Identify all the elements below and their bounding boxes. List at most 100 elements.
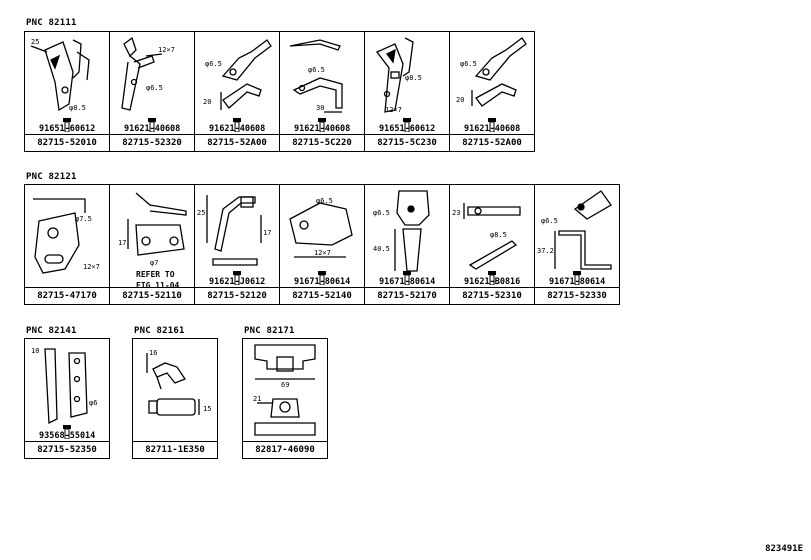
pnc-82121-label: PNC 82121 [26,172,77,182]
part-cell[interactable]: φ7.5 12×7 82715-47170 [25,185,110,304]
pnc-82161-group: 16 15 82711-1E350 [132,338,218,459]
bolt-icon [233,271,241,285]
dim-label: 30 [316,104,324,112]
part-number: 91621-40608 [209,124,266,134]
dim-label: 17 [263,229,271,237]
part-cell[interactable]: 17 φ7 REFER TO FIG 11-04 82715-52110 [110,185,195,304]
dim-label: φ6.5 [373,209,390,217]
pnc-82141-group: 10 φ6 93568-55014 82715-52350 [24,338,110,459]
part-cell[interactable]: φ6.5 20 91621-40608 82715-52A00 [195,32,280,151]
bolt-icon [488,271,496,285]
part-number: 91671-80614 [549,277,606,287]
pnc-82121-group: φ7.5 12×7 82715-47170 17 φ7 REFER TO FIG… [24,184,620,305]
dim-label: 40.5 [373,245,390,253]
ref-number: 82715-52120 [195,287,279,304]
part-cell[interactable]: 25 φ8.5 91651-60612 82715-52010 [25,32,110,151]
dim-label: φ6.5 [541,217,558,225]
bracket-drawing: 10 φ6 [31,347,97,425]
dim-label: 15 [203,405,211,413]
pnc-82171-label: PNC 82171 [244,326,295,336]
pnc-82111-label: PNC 82111 [26,18,77,28]
part-cell[interactable]: 16 15 82711-1E350 [133,339,217,458]
dim-label: 16 [149,349,157,357]
refer-note: REFER TO FIG 11-04 [136,270,180,290]
pnc-82141-label: PNC 82141 [26,326,77,336]
dim-label: 10 [31,347,39,355]
ref-number: 82715-5C230 [365,134,449,151]
bracket-drawing: φ6.5 20 [456,37,527,107]
dim-label: 12×7 [385,106,402,114]
bracket-drawing: 25 17 [197,195,271,266]
dim-label: φ8.5 [405,74,422,82]
dim-label: φ6 [89,399,97,407]
bracket-drawing: φ6.5 30 [289,39,343,113]
dim-label: 20 [456,96,464,104]
dim-label: φ6.5 [316,197,333,205]
part-cell[interactable]: 12×7 φ6.5 91621-40608 82715-52320 [110,32,195,151]
bracket-drawing: φ6.5 40.5 [373,190,430,272]
ref-number: 82715-52A00 [450,134,534,151]
bolt-icon [233,118,241,132]
part-number: 91671-80614 [379,277,436,287]
bracket-drawing: 25 φ8.5 [30,38,90,112]
dim-label: φ7 [150,259,158,267]
bolt-icon [403,271,411,285]
part-cell[interactable]: 69 21 82817-46090 [243,339,327,458]
part-number: 91621-40608 [294,124,351,134]
pnc-82171-group: 69 21 82817-46090 [242,338,328,459]
part-cell[interactable]: φ6.5 30 91621-40608 82715-5C220 [280,32,365,151]
part-cell[interactable]: φ8.5 12×7 91651-60612 82715-5C230 [365,32,450,151]
dim-label: φ6.5 [460,60,477,68]
part-number: 91621-40608 [124,124,181,134]
dim-label: φ8.5 [69,104,86,112]
dim-label: φ6.5 [308,66,325,74]
dim-label: 12×7 [314,249,331,257]
part-cell[interactable]: φ6.5 40.5 91671-80614 82715-52170 [365,185,450,304]
dim-label: 37.2 [537,247,554,255]
part-cell[interactable]: φ6.5 20 91621-40608 82715-52A00 [450,32,534,151]
dim-label: 17 [118,239,126,247]
pnc-82111-group: 25 φ8.5 91651-60612 82715-52010 12×7 φ6.… [24,31,535,152]
dim-label: 25 [197,209,205,217]
dim-label: 20 [203,98,211,106]
ref-number: 82711-1E350 [133,441,217,458]
bolt-icon [148,118,156,132]
bracket-drawing: 12×7 φ6.5 [121,36,175,111]
bolt-icon [318,271,326,285]
bracket-drawing: φ7.5 12×7 [33,198,100,274]
ref-number: 82715-47170 [25,287,109,304]
bracket-drawing: φ6.5 12×7 [289,197,353,258]
bracket-drawing: φ6.5 20 [203,39,272,110]
bracket-drawing: 23 φ8.5 [452,203,521,270]
part-cell[interactable]: φ6.5 37.2 91671-80614 82715-52330 [535,185,619,304]
dim-label: 21 [253,395,261,403]
ref-number: 82715-52350 [25,441,109,458]
ref-number: 82715-52310 [450,287,534,304]
ref-number: 82715-52010 [25,134,109,151]
part-cell[interactable]: 25 17 91621-J0612 82715-52120 [195,185,280,304]
ref-number: 82715-5C220 [280,134,364,151]
ref-number: 82715-52A00 [195,134,279,151]
holder-drawing: 69 21 [253,344,316,436]
dim-label: φ8.5 [490,231,507,239]
part-number: 91621-40608 [464,124,521,134]
dim-label: 25 [31,38,39,46]
bolt-icon [63,118,71,132]
ref-number: 82715-52330 [535,287,619,304]
bolt-icon [488,118,496,132]
bolt-icon [318,118,326,132]
dim-label: 12×7 [83,263,100,271]
dim-label: φ7.5 [75,215,92,223]
dim-label: φ6.5 [146,84,163,92]
part-cell[interactable]: 10 φ6 93568-55014 82715-52350 [25,339,109,458]
pnc-82161-label: PNC 82161 [134,326,185,336]
dim-label: 69 [281,381,289,389]
ref-number: 82715-52320 [110,134,194,151]
bolt-icon [403,118,411,132]
part-number: 91671-80614 [294,277,351,287]
part-number: 91621-B0816 [464,277,521,287]
part-cell[interactable]: 23 φ8.5 91621-B0816 82715-52310 [450,185,535,304]
bracket-drawing: 17 φ7 [118,192,187,267]
part-cell[interactable]: φ6.5 12×7 91671-80614 82715-52140 [280,185,365,304]
diagram-code: 823491E [765,544,803,554]
